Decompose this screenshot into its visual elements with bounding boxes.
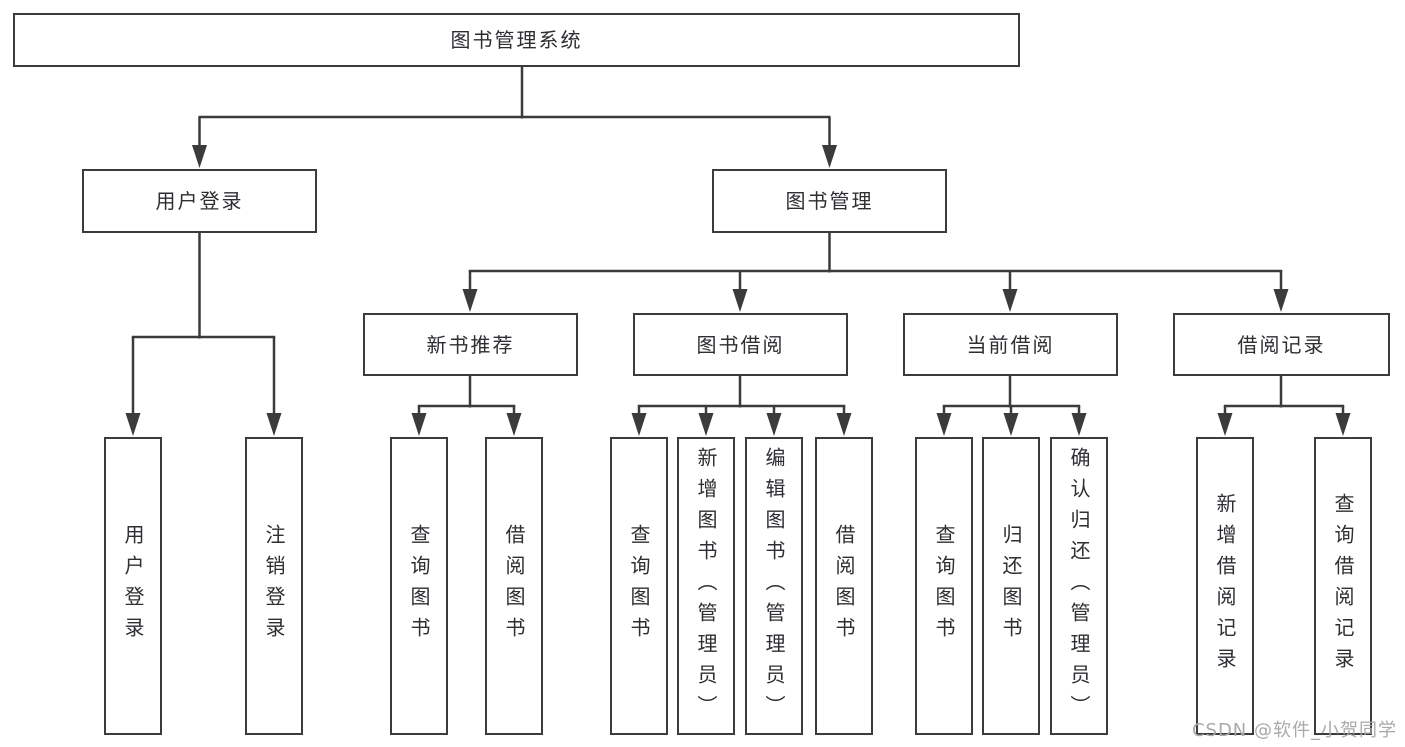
- branch-book-management-box: 图书管理: [712, 169, 947, 233]
- branch-borrow-records-box: 借阅记录: [1173, 313, 1390, 376]
- leaf-edit-book-admin-box: 编辑图书（管理员）: [745, 437, 803, 735]
- leaf-return-book-box: 归还图书: [982, 437, 1040, 735]
- leaf-query-books-box: 查询图书: [610, 437, 668, 735]
- watermark-text: CSDN @软件_小贺同学: [1191, 720, 1397, 741]
- leaf-borrow-books-box: 借阅图书: [815, 437, 873, 735]
- root-box: 图书管理系统: [13, 13, 1020, 67]
- branch-new-book-recommend-box: 新书推荐: [363, 313, 578, 376]
- branch-book-borrow-box: 图书借阅: [633, 313, 848, 376]
- leaf-logout-box: 注销登录: [245, 437, 303, 735]
- leaf-add-borrow-record-box: 新增借阅记录: [1196, 437, 1254, 735]
- leaf-query-borrow-record-box: 查询借阅记录: [1314, 437, 1372, 735]
- branch-user-login-box: 用户登录: [82, 169, 317, 233]
- leaf-query-books-box: 查询图书: [915, 437, 973, 735]
- branch-current-borrow-box: 当前借阅: [903, 313, 1118, 376]
- leaf-user-login-box: 用户登录: [104, 437, 162, 735]
- leaf-query-books-box: 查询图书: [390, 437, 448, 735]
- leaf-add-book-admin-box: 新增图书（管理员）: [677, 437, 735, 735]
- leaf-borrow-books-box: 借阅图书: [485, 437, 543, 735]
- leaf-confirm-return-admin-box: 确认归还（管理员）: [1050, 437, 1108, 735]
